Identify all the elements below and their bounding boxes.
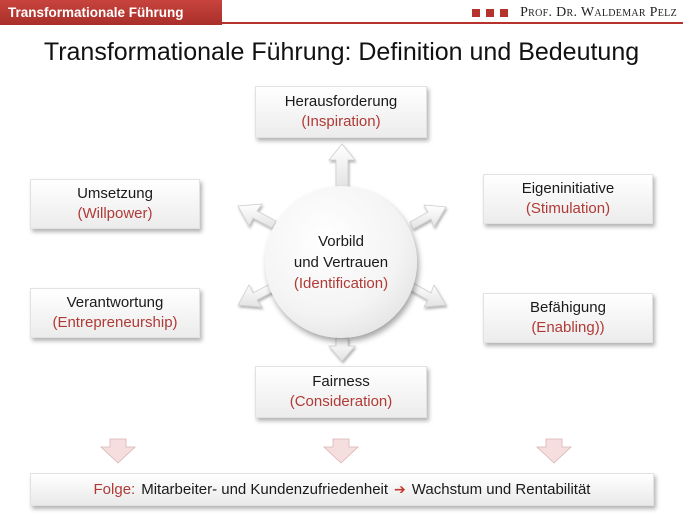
box-label: Fairness — [312, 373, 370, 390]
arrow-down-icon — [328, 337, 356, 362]
center-line2: und Vertrauen — [293, 253, 389, 271]
box-sublabel: (Inspiration) — [301, 113, 381, 130]
box-label: Verantwortung — [66, 294, 164, 311]
box-sublabel: (Stimulation) — [525, 200, 611, 217]
box-umsetzung: Umsetzung (Willpower) — [30, 179, 200, 229]
header-tab-title: Transformationale Führung — [0, 0, 222, 25]
arrow-up-icon — [328, 143, 356, 188]
square-icon — [500, 9, 509, 17]
box-eigeninitiative: Eigeninitiative (Stimulation) — [483, 174, 653, 224]
box-herausforderung: Herausforderung (Inspiration) — [255, 86, 427, 138]
box-verantwortung: Verantwortung (Entrepreneurship) — [30, 288, 200, 338]
box-sublabel: (Consideration) — [289, 393, 393, 410]
box-sublabel: (Enabling)) — [531, 319, 605, 336]
result-prefix: Folge: — [93, 481, 136, 498]
box-label: Befähigung — [530, 299, 606, 316]
author-block: Prof. Dr. Waldemar Pelz — [472, 4, 677, 22]
header-rule — [222, 22, 683, 24]
box-label: Herausforderung — [284, 93, 398, 110]
center-circle: Vorbild und Vertrauen (Identification) — [265, 186, 417, 338]
arrow-upper-left-icon — [237, 203, 277, 229]
result-part2: Wachstum und Rentabilität — [411, 481, 591, 498]
center-line1: Vorbild — [318, 232, 364, 250]
down-arrow-left-icon — [99, 438, 137, 464]
result-part1: Mitarbeiter- und Kundenzufriedenheit — [141, 481, 389, 498]
box-label: Umsetzung — [77, 185, 153, 202]
center-sublabel: (Identification) — [293, 274, 389, 292]
square-icon — [486, 9, 495, 17]
box-sublabel: (Willpower) — [77, 205, 153, 222]
box-befaehigung: Befähigung (Enabling)) — [483, 293, 653, 343]
down-arrow-center-icon — [322, 438, 360, 464]
author-name: Prof. Dr. Waldemar Pelz — [520, 5, 677, 20]
arrow-lower-right-icon — [409, 282, 447, 308]
arrow-upper-right-icon — [409, 204, 447, 230]
page-title: Transformationale Führung: Definition un… — [43, 38, 640, 66]
result-box: Folge: Mitarbeiter- und Kundenzufriedenh… — [30, 473, 654, 506]
box-sublabel: (Entrepreneurship) — [52, 314, 178, 331]
box-fairness: Fairness (Consideration) — [255, 366, 427, 418]
red-right-arrow-icon: ➔ — [394, 481, 406, 497]
down-arrow-right-icon — [535, 438, 573, 464]
square-icon — [472, 9, 481, 17]
box-label: Eigeninitiative — [521, 180, 615, 197]
